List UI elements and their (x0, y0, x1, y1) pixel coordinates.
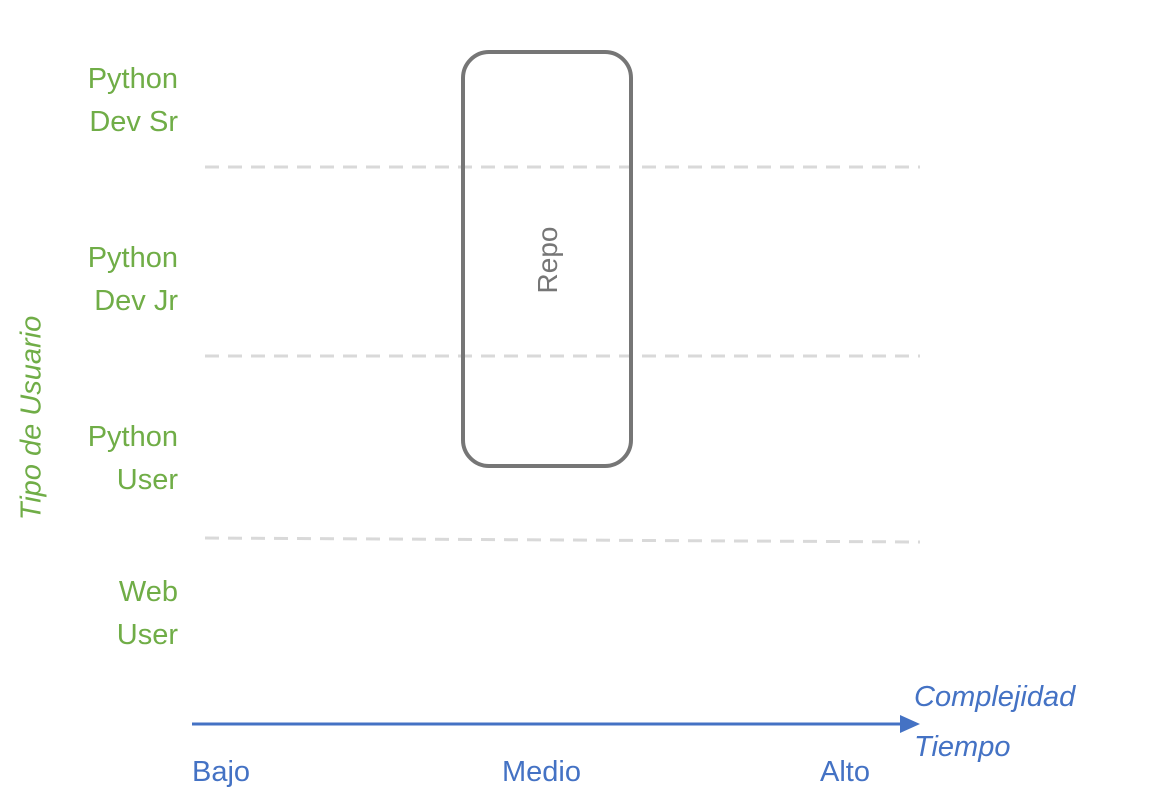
row-separator-3 (204, 536, 921, 544)
row-label-python-dev-sr: Python Dev Sr (18, 58, 178, 144)
repo-label: Repo (532, 226, 563, 294)
row-label-line: Web (118, 576, 178, 608)
row-label-line: Python (87, 242, 178, 274)
y-axis-title: Tipo de Usuario (15, 315, 48, 521)
x-tick-alto: Alto (820, 756, 870, 788)
row-label-line: Python (87, 421, 178, 453)
row-label-line: User (116, 464, 178, 496)
row-label-line: Dev Jr (94, 285, 178, 317)
x-tick-bajo: Bajo (192, 756, 251, 788)
row-label-web-user: Web User (18, 571, 178, 657)
x-tick-medio: Medio (502, 756, 581, 788)
x-axis-title: Complejidad Tiempo (914, 672, 1075, 772)
row-label-python-dev-jr: Python Dev Jr (18, 237, 178, 323)
row-label-python-user: Python User (18, 416, 178, 502)
x-axis-title-line: Complejidad (914, 681, 1076, 713)
row-label-line: User (116, 619, 178, 651)
row-label-line: Dev Sr (89, 106, 178, 138)
repo-box (461, 50, 633, 468)
row-label-line: Python (87, 63, 178, 95)
x-axis-arrowhead (900, 715, 920, 733)
x-axis-title-line: Tiempo (914, 731, 1011, 763)
